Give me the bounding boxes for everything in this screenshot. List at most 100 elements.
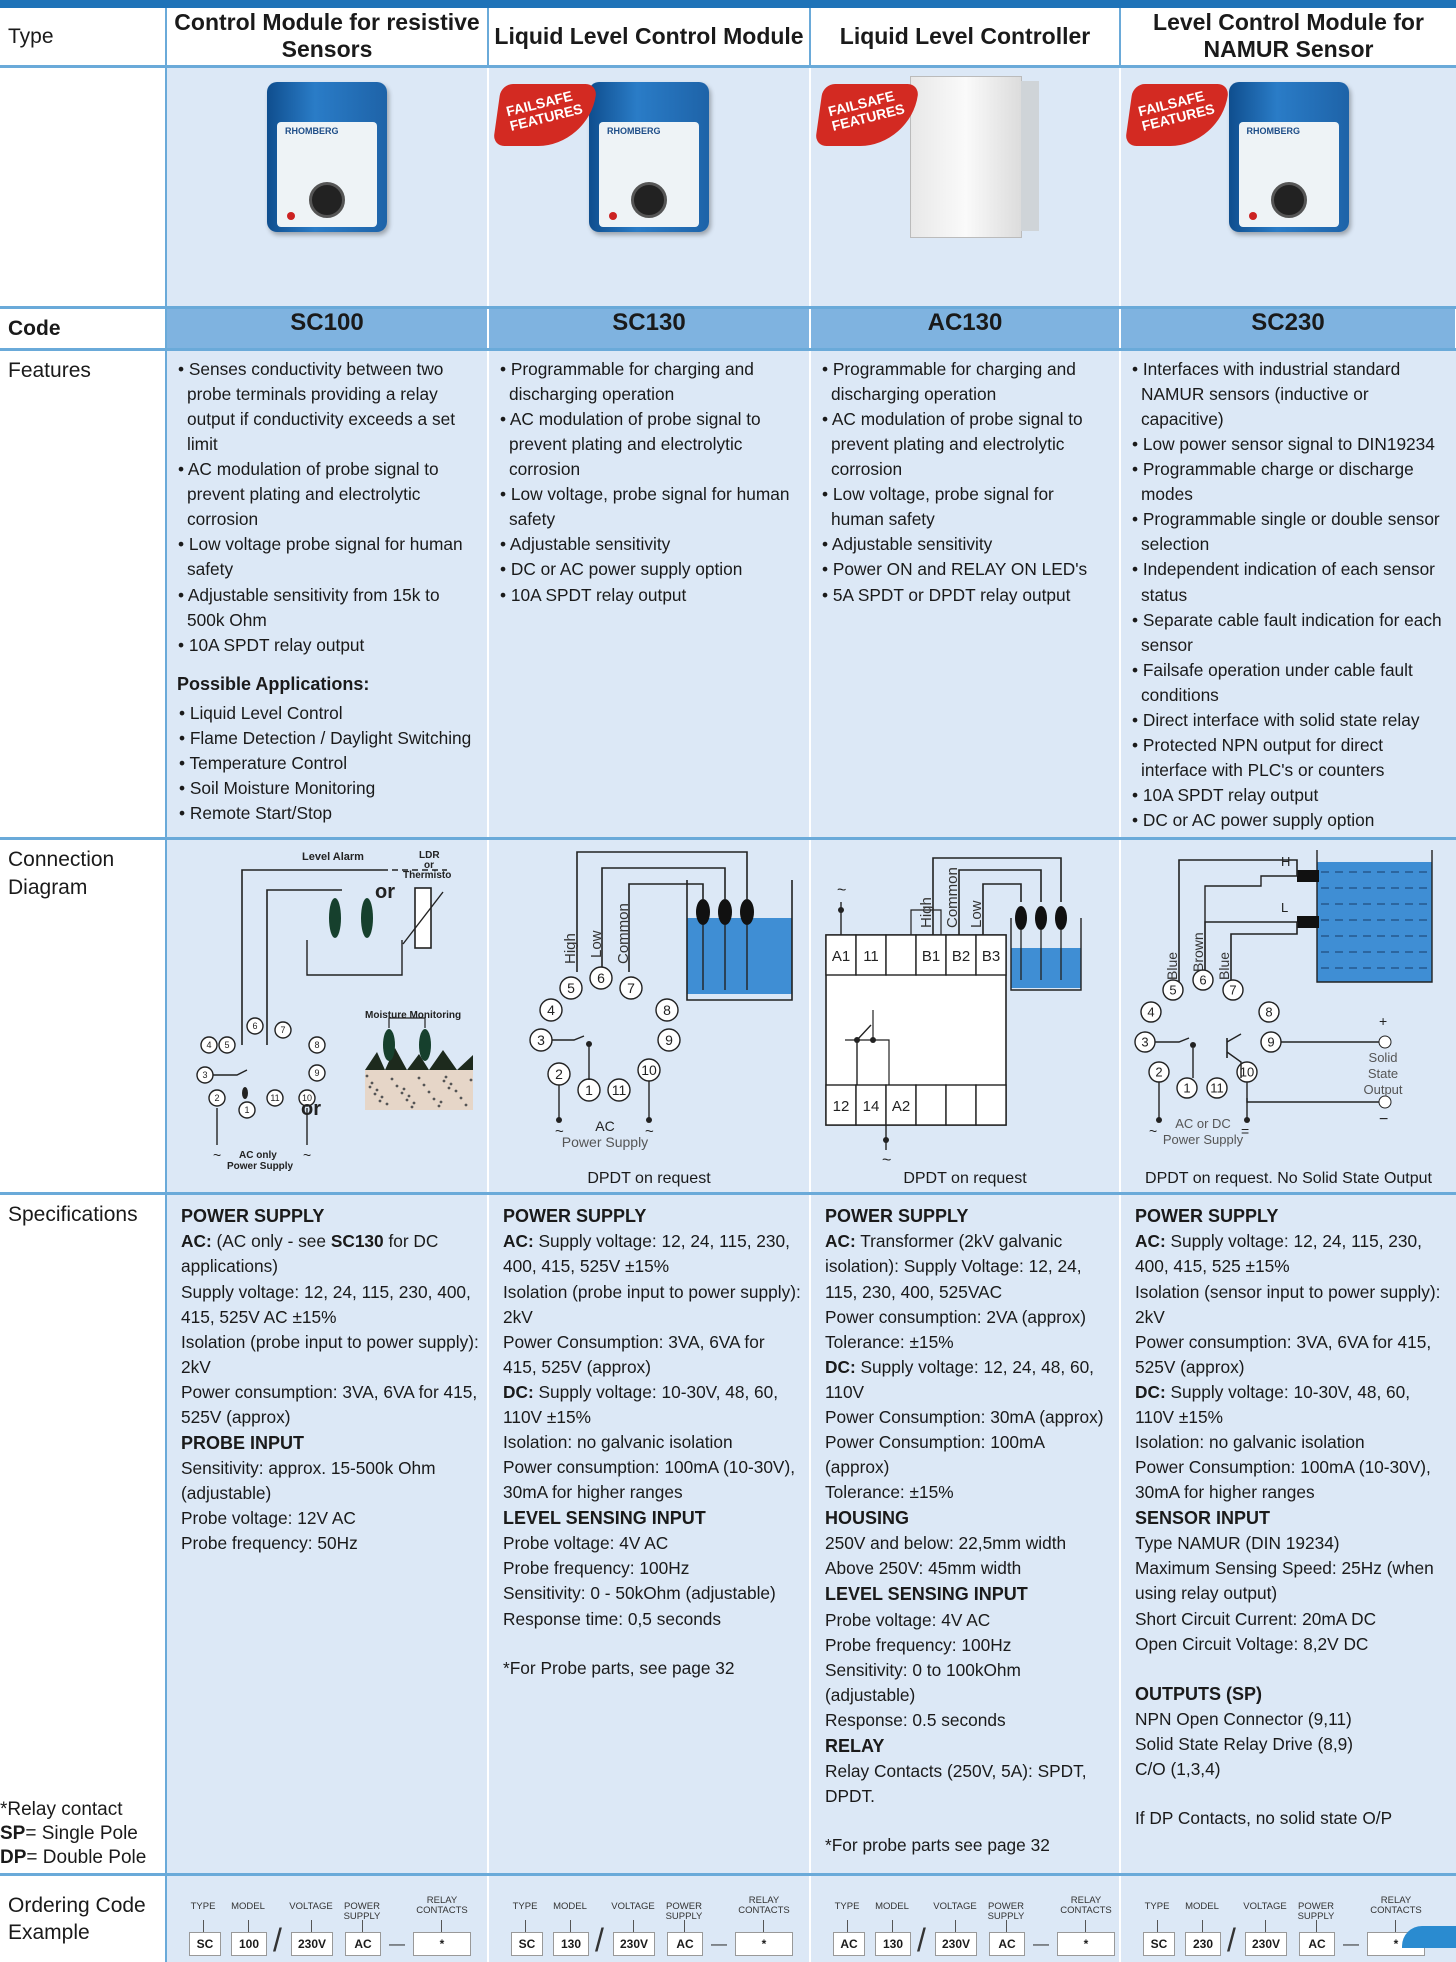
soil-dot bbox=[439, 1100, 443, 1104]
wire bbox=[982, 883, 1022, 936]
diagram-label: 10 bbox=[641, 1062, 657, 1078]
diagram-label: Power Supply bbox=[227, 1161, 294, 1172]
diagram-label: A2 bbox=[892, 1098, 910, 1115]
terminal-1 bbox=[1176, 1077, 1198, 1099]
soil-dot bbox=[370, 1081, 374, 1085]
spec-line: Isolation: no galvanic isolation bbox=[503, 1432, 733, 1452]
order-value-box: AC bbox=[833, 1932, 865, 1957]
spec-line: DC: Supply voltage: 10-30V, 48, 60, 110V… bbox=[503, 1381, 779, 1427]
terminal-4 bbox=[539, 998, 563, 1022]
diagram-label: ~ bbox=[837, 882, 846, 899]
wire bbox=[1246, 1082, 1381, 1103]
spec-heading: POWER SUPPLY bbox=[181, 1206, 325, 1227]
wire bbox=[686, 880, 793, 1002]
controller-photo bbox=[910, 75, 1039, 238]
spec-line: Isolation (probe input to power supply):… bbox=[181, 1331, 479, 1377]
diagram-label: ~ bbox=[303, 1147, 311, 1163]
list-item: Failsafe operation under cable fault con… bbox=[1131, 658, 1448, 708]
terminal-7 bbox=[619, 976, 643, 1000]
order-tick bbox=[362, 1920, 363, 1933]
order-tick bbox=[311, 1920, 312, 1933]
order-tick bbox=[525, 1920, 526, 1933]
terminal-6 bbox=[1192, 969, 1214, 991]
liquid-tank bbox=[1317, 862, 1432, 983]
terminal-2 bbox=[208, 1089, 226, 1107]
switch-dot bbox=[586, 1041, 592, 1048]
diagram-label: B1 bbox=[922, 948, 940, 965]
top-accent-bar bbox=[0, 0, 1456, 8]
wire bbox=[958, 869, 1042, 936]
soil-dot bbox=[390, 1077, 394, 1081]
soil-dot bbox=[410, 1105, 414, 1109]
order-tick bbox=[1395, 1920, 1396, 1933]
spec-line: Sensitivity: 0 - 50kOhm (adjustable) bbox=[503, 1583, 776, 1604]
wire bbox=[266, 889, 342, 1046]
diagram-label: Thermisto bbox=[403, 870, 451, 881]
order-separator: — bbox=[711, 1936, 727, 1954]
spec-line: Relay Contacts (250V, 5A): SPDT, DPDT. bbox=[825, 1761, 1087, 1807]
probe bbox=[1035, 906, 1047, 931]
probe bbox=[329, 898, 341, 939]
spec-line: Power consumption: 3VA, 6VA for 415, 525… bbox=[1135, 1331, 1432, 1377]
order-label: POWER SUPPLY bbox=[987, 1901, 1025, 1922]
module-photo: RHOMBERG bbox=[589, 81, 709, 232]
order-label: RELAY CONTACTS bbox=[1060, 1895, 1112, 1916]
order-value-box: AC bbox=[989, 1932, 1025, 1957]
soil-dot bbox=[407, 1094, 411, 1098]
terminal-4 bbox=[200, 1036, 218, 1054]
diagram-label: Blue bbox=[1164, 952, 1180, 980]
row-label-connection: Connection Diagram bbox=[0, 838, 167, 1196]
diagram-label: 8 bbox=[663, 1002, 671, 1018]
order-value-box: * bbox=[735, 1932, 793, 1957]
spec-line: Open Circuit Voltage: 8,2V DC bbox=[1135, 1633, 1369, 1654]
spec-line: Maximum Sensing Speed: 25Hz (when using … bbox=[1135, 1558, 1434, 1604]
diagram-label: A1 bbox=[832, 948, 850, 965]
relay-note-sp: SP bbox=[0, 1822, 26, 1844]
diagram-label: Low bbox=[588, 931, 605, 959]
list-item: DC or AC power supply option bbox=[499, 557, 801, 582]
diagram-label: 7 bbox=[280, 1026, 285, 1036]
order-value-box: * bbox=[1057, 1932, 1115, 1957]
code-row: Code SC100 SC130 AC130 SC230 bbox=[0, 307, 1456, 351]
order-label: RELAY CONTACTS bbox=[738, 1895, 790, 1916]
diagram-label: or bbox=[375, 881, 395, 903]
list-item: Flame Detection / Daylight Switching bbox=[179, 726, 479, 751]
soil-dot bbox=[447, 1086, 451, 1090]
relay-note-dp-text: = Double Pole bbox=[26, 1846, 147, 1868]
soil-dot bbox=[368, 1085, 372, 1089]
spec-line: Tolerance: ±15% bbox=[825, 1482, 954, 1503]
list-item: 10A SPDT relay output bbox=[1131, 783, 1448, 808]
node bbox=[854, 1037, 860, 1044]
spec-line: 250V and below: 22,5mm width bbox=[825, 1533, 1067, 1554]
led-indicator bbox=[609, 211, 617, 220]
switch bbox=[242, 1087, 248, 1100]
order-label: RELAY CONTACTS bbox=[1370, 1895, 1422, 1916]
product-image-sc100: RHOMBERG bbox=[166, 66, 489, 309]
diagram-label: 9 bbox=[1267, 1035, 1274, 1050]
spec-heading: LEVEL SENSING INPUT bbox=[825, 1584, 1028, 1605]
diagram-label: 6 bbox=[597, 970, 605, 986]
order-tick bbox=[1265, 1920, 1266, 1933]
soil-dot bbox=[380, 1095, 384, 1099]
terminal-11 bbox=[607, 1078, 631, 1102]
spec-heading: OUTPUTS (SP) bbox=[1135, 1683, 1263, 1704]
soil-dot bbox=[373, 1092, 377, 1096]
led-indicator bbox=[1248, 211, 1257, 220]
wire bbox=[932, 857, 1062, 936]
order-label: VOLTAGE bbox=[611, 1901, 655, 1913]
wire bbox=[552, 1035, 585, 1041]
spec-line: Solid State Relay Drive (8,9) bbox=[1135, 1733, 1354, 1754]
spec-line: Short Circuit Current: 20mA DC bbox=[1135, 1608, 1377, 1629]
diagram-label: ~ bbox=[213, 1147, 221, 1163]
knob bbox=[631, 181, 667, 218]
terminal-7 bbox=[274, 1021, 292, 1039]
soil-dot bbox=[442, 1079, 446, 1083]
spec-line: Power Consumption: 100mA (10-30V), 30mA … bbox=[1135, 1457, 1431, 1503]
order-tick bbox=[203, 1920, 204, 1933]
spec-line: Power consumption: 3VA, 6VA for 415, 525… bbox=[181, 1381, 478, 1427]
soil-dot bbox=[395, 1084, 399, 1088]
spec-line: AC: Supply voltage: 12, 24, 115, 230, 40… bbox=[503, 1231, 790, 1277]
